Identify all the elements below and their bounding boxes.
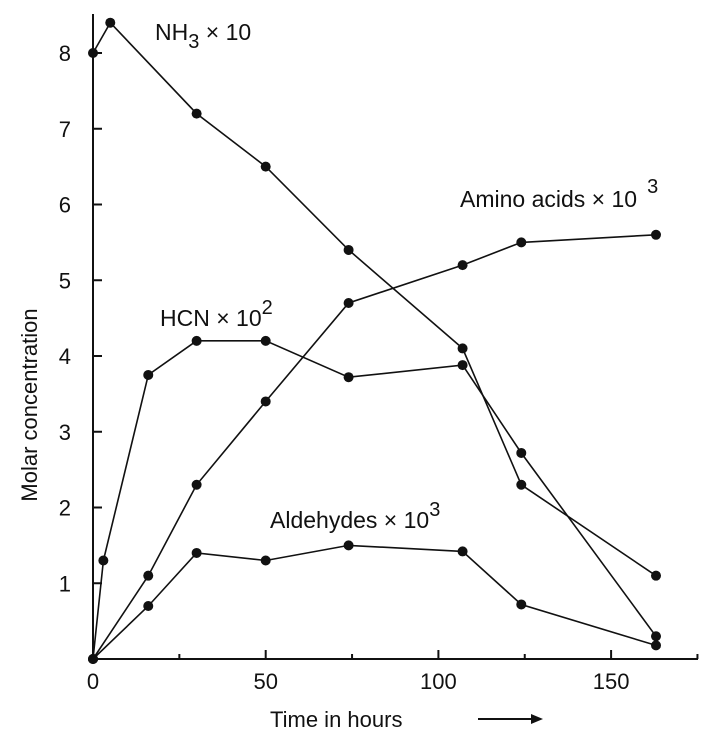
series-line-0 xyxy=(92,21,657,577)
data-point xyxy=(343,540,354,551)
data-point xyxy=(457,360,468,371)
y-tick-label: 8 xyxy=(59,41,71,66)
data-point xyxy=(105,17,116,28)
data-point xyxy=(343,244,354,255)
data-point xyxy=(651,570,661,581)
data-point xyxy=(260,555,271,566)
data-point xyxy=(651,631,661,642)
data-point xyxy=(457,260,468,271)
data-point xyxy=(651,229,661,240)
data-point xyxy=(260,335,271,346)
y-tick-label: 5 xyxy=(59,268,71,293)
data-point xyxy=(457,343,468,354)
data-point xyxy=(98,555,109,566)
y-tick-label: 6 xyxy=(59,193,71,218)
x-tick-label: 100 xyxy=(420,669,457,694)
series-lines xyxy=(92,21,657,660)
data-point xyxy=(191,479,202,490)
y-tick-label: 2 xyxy=(59,496,71,521)
data-point xyxy=(88,48,98,58)
data-point xyxy=(516,479,527,490)
data-point xyxy=(516,599,527,610)
axis-ticks: 0 50 100 150 1 2 3 4 5 6 7 8 xyxy=(59,41,699,694)
x-axis-label: Time in hours xyxy=(270,707,402,732)
x-tick-label: 0 xyxy=(87,669,99,694)
data-point xyxy=(260,396,271,407)
series-label-aldehydes: Aldehydes × 103 xyxy=(270,499,440,533)
y-tick-label: 7 xyxy=(59,117,71,142)
data-point xyxy=(143,369,154,380)
series-line-1 xyxy=(92,339,657,660)
data-point xyxy=(143,600,154,611)
series-line-3 xyxy=(92,544,657,660)
x-tick-label: 50 xyxy=(253,669,277,694)
data-point xyxy=(143,570,154,581)
data-point xyxy=(260,161,271,172)
series-label-hcn: HCN × 102 xyxy=(160,297,273,331)
data-point xyxy=(88,654,98,664)
data-point xyxy=(516,447,527,458)
data-point xyxy=(651,640,661,651)
data-point xyxy=(343,297,354,308)
data-point xyxy=(191,108,202,119)
series-points xyxy=(88,17,661,664)
x-axis-arrow xyxy=(478,714,543,724)
data-point xyxy=(191,335,202,346)
y-tick-label: 1 xyxy=(59,571,71,596)
x-tick-label: 150 xyxy=(593,669,630,694)
series-line-2 xyxy=(92,234,657,660)
series-label-nh3: NH3 × 10 xyxy=(155,19,251,53)
data-point xyxy=(457,546,468,557)
y-tick-label: 4 xyxy=(59,344,71,369)
y-axis-label: Molar concentration xyxy=(17,308,42,501)
data-point xyxy=(516,237,527,248)
data-point xyxy=(343,372,354,383)
data-point xyxy=(191,547,202,558)
y-tick-label: 3 xyxy=(59,420,71,445)
